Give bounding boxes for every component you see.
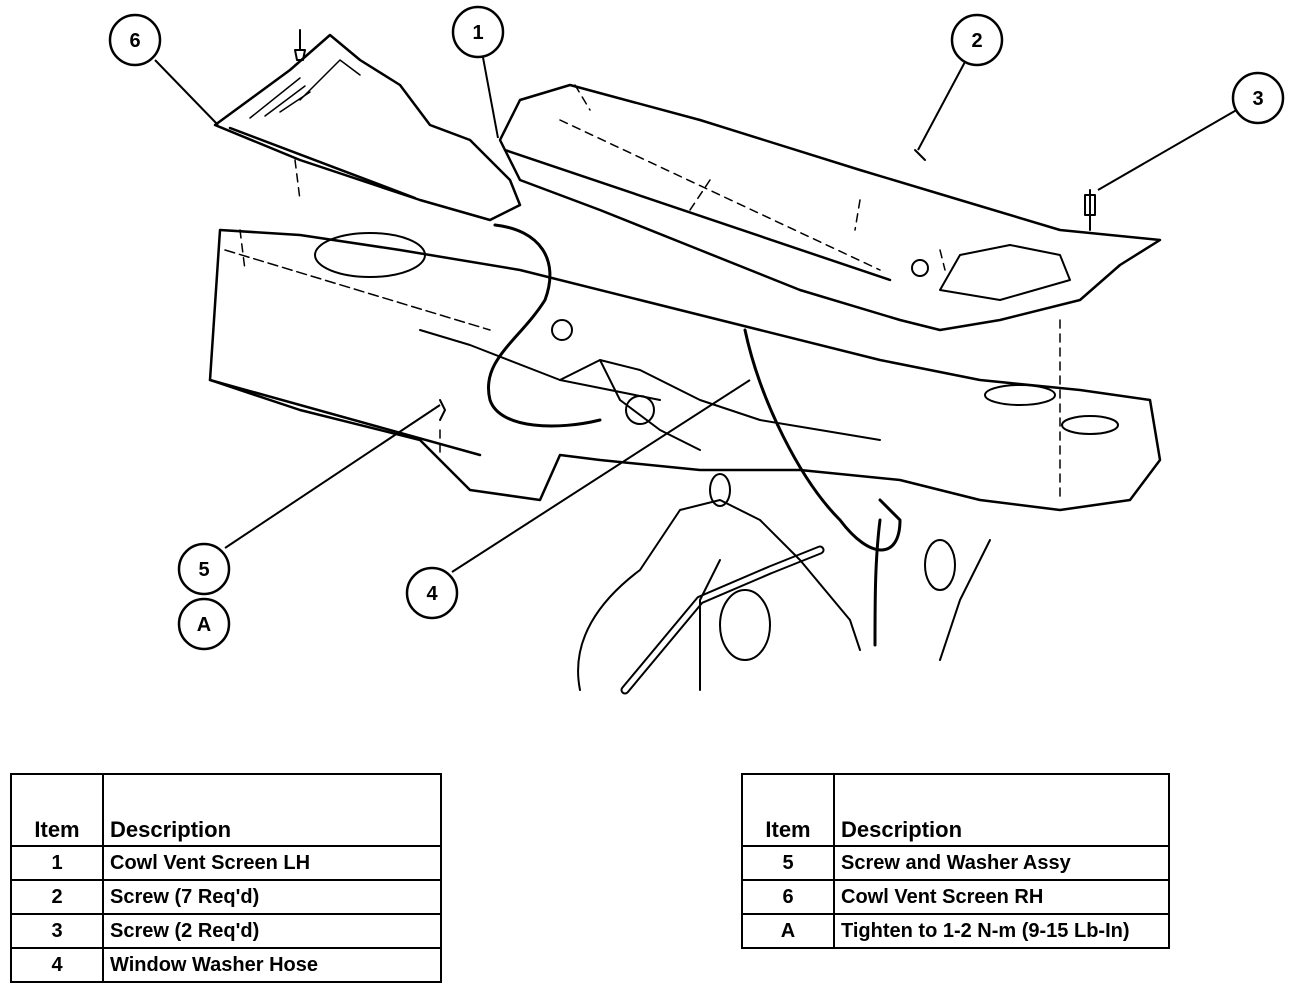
header-item: Item xyxy=(10,773,104,847)
row-description: Tighten to 1-2 N-m (9-15 Lb-In) xyxy=(833,913,1170,949)
legend-table-left: Item Description 1 Cowl Vent Screen LH 2… xyxy=(10,773,442,983)
table-row: 4 Window Washer Hose xyxy=(10,947,442,983)
cowl-screen-rh-outline xyxy=(213,33,522,222)
callout-2: 2 xyxy=(950,13,1004,67)
leader-line-5 xyxy=(224,404,441,549)
leader-line-1 xyxy=(481,51,499,139)
row-description: Screw (2 Req'd) xyxy=(102,913,442,949)
callout-4: 4 xyxy=(405,566,459,620)
table-row: 2 Screw (7 Req'd) xyxy=(10,879,442,915)
header-item: Item xyxy=(741,773,835,847)
table-row: A Tighten to 1-2 N-m (9-15 Lb-In) xyxy=(741,913,1170,949)
callout-6: 6 xyxy=(108,13,162,67)
leader-line-4 xyxy=(451,379,751,573)
cowl-vent-diagram: 6 1 2 3 5 A 4 xyxy=(108,5,1285,695)
cowl-screen-lh-outline xyxy=(498,83,1162,332)
svg-text:5: 5 xyxy=(198,559,209,581)
svg-text:2: 2 xyxy=(971,30,982,52)
leader-line-3 xyxy=(1097,107,1241,191)
callout-3: 3 xyxy=(1231,71,1285,125)
leader-line-2 xyxy=(917,59,967,151)
svg-text:3: 3 xyxy=(1252,88,1263,110)
table-row: 6 Cowl Vent Screen RH xyxy=(741,879,1170,915)
svg-text:A: A xyxy=(197,614,211,636)
row-description: Screw and Washer Assy xyxy=(833,845,1170,881)
svg-text:1: 1 xyxy=(472,22,483,44)
washer-hose-path xyxy=(487,223,602,428)
cowl-panel-body xyxy=(208,228,1162,512)
legend-header-row: Item Description xyxy=(741,773,1170,847)
row-item: A xyxy=(741,913,835,949)
row-item: 4 xyxy=(10,947,104,983)
row-item: 1 xyxy=(10,845,104,881)
svg-text:6: 6 xyxy=(129,30,140,52)
row-description: Cowl Vent Screen LH xyxy=(102,845,442,881)
header-description: Description xyxy=(102,773,442,847)
callout-A: A xyxy=(177,597,231,651)
callout-5: 5 xyxy=(177,542,231,596)
legend-header-row: Item Description xyxy=(10,773,442,847)
table-row: 5 Screw and Washer Assy xyxy=(741,845,1170,881)
legend-table-right: Item Description 5 Screw and Washer Assy… xyxy=(741,773,1170,949)
row-item: 3 xyxy=(10,913,104,949)
row-description: Window Washer Hose xyxy=(102,947,442,983)
row-item: 2 xyxy=(10,879,104,915)
row-item: 6 xyxy=(741,879,835,915)
row-description: Cowl Vent Screen RH xyxy=(833,879,1170,915)
header-description: Description xyxy=(833,773,1170,847)
table-row: 3 Screw (2 Req'd) xyxy=(10,913,442,949)
svg-text:4: 4 xyxy=(426,583,438,605)
row-description: Screw (7 Req'd) xyxy=(102,879,442,915)
row-item: 5 xyxy=(741,845,835,881)
callout-1: 1 xyxy=(451,5,505,59)
leader-line-6 xyxy=(154,59,219,126)
table-row: 1 Cowl Vent Screen LH xyxy=(10,845,442,881)
